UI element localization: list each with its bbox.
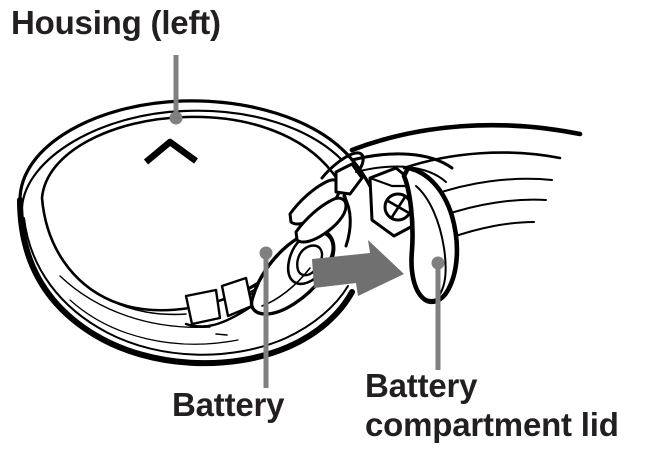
battery-leader-dot xyxy=(259,246,273,260)
battery-compartment-lid xyxy=(401,165,460,304)
battery-compartment xyxy=(249,151,454,316)
lid-outline xyxy=(401,165,460,304)
housing-tick-2 xyxy=(215,333,228,336)
right-shell-rim-outer xyxy=(349,122,583,153)
device-drawing xyxy=(17,55,583,388)
label-battery-compartment-lid: Battery compartment lid xyxy=(365,369,619,441)
housing-right-edge xyxy=(349,122,583,239)
chevron-mark-icon xyxy=(143,138,198,165)
housing-inner-step xyxy=(23,217,349,356)
battery-contact-strip-2 xyxy=(294,196,348,244)
label-lid-line-2: compartment lid xyxy=(365,406,619,443)
right-shell-line-4 xyxy=(441,198,547,217)
label-battery: Battery xyxy=(172,386,285,423)
housing-highlight-1 xyxy=(59,275,211,329)
right-shell-line-3 xyxy=(429,177,553,197)
housing-parting-line xyxy=(20,109,344,209)
label-housing-left: Housing (left) xyxy=(11,4,221,41)
housing-side-wall xyxy=(17,197,355,367)
lid-inner-edge xyxy=(415,185,447,295)
housing-leader-dot xyxy=(169,111,183,125)
housing-highlight-2 xyxy=(69,299,239,345)
right-shell-line-5 xyxy=(449,221,535,239)
cover-latch-tab-a xyxy=(184,288,222,326)
removal-arrow-icon xyxy=(312,240,404,296)
callout-leaders xyxy=(169,55,445,388)
housing-left xyxy=(17,99,374,367)
right-shell-rim-inner xyxy=(402,151,562,170)
lid-leader-dot xyxy=(431,256,445,270)
cover-latch-shadow xyxy=(184,304,254,328)
compartment-latch-tongue xyxy=(342,194,352,248)
label-lid-line-1: Battery xyxy=(365,367,478,404)
compartment-back-wall xyxy=(350,152,454,170)
top-panel-skirt xyxy=(111,300,187,316)
screw-cross-icon xyxy=(386,195,411,219)
housing-left-wall-edge xyxy=(18,198,26,244)
